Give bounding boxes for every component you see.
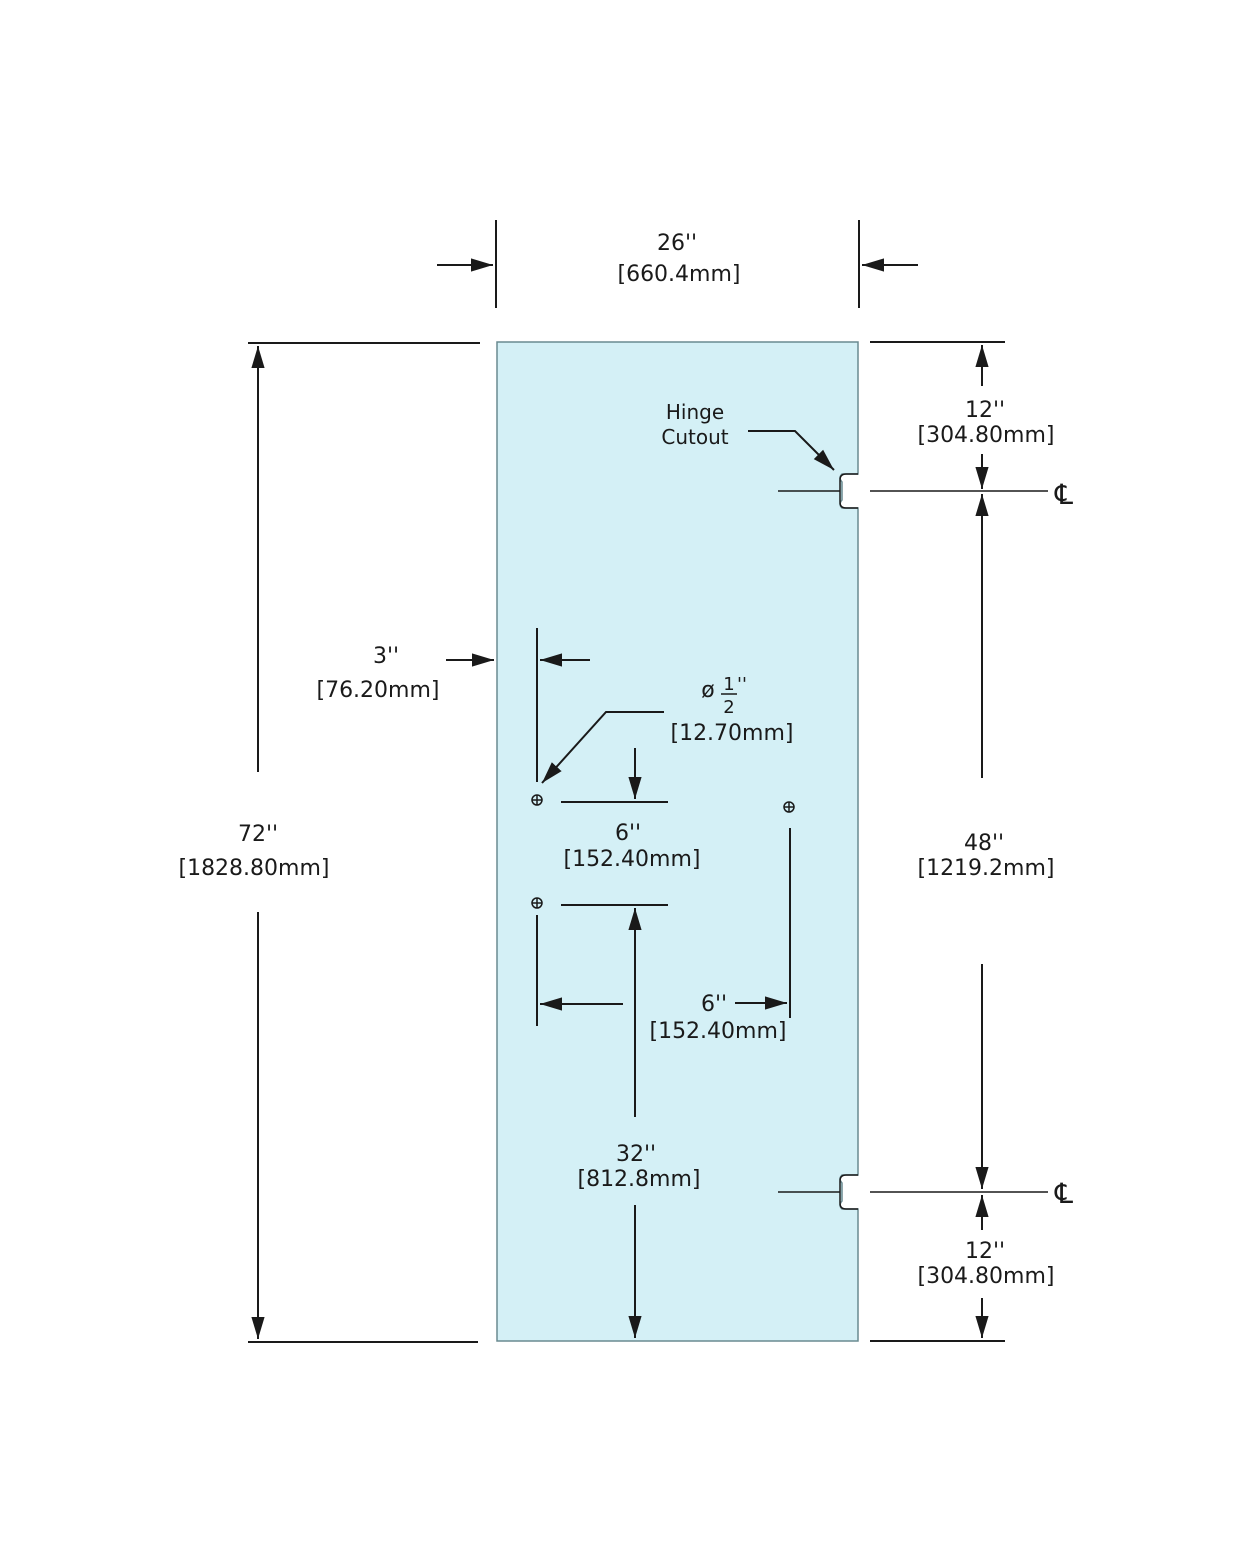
- hole-top-left: [531, 794, 543, 806]
- edge-offset-mm-label: [76.20mm]: [316, 678, 439, 703]
- height-mm-label: [1828.80mm]: [178, 856, 329, 881]
- width-mm-label: [660.4mm]: [617, 262, 740, 287]
- hole-top-right: [783, 801, 795, 813]
- horizontal-spacing-inch-label: 6'': [701, 992, 727, 1017]
- top-hinge-inch-label: 12'': [965, 398, 1005, 423]
- bottom-height-mm-label: [812.8mm]: [577, 1167, 700, 1192]
- hole-diameter-denominator: 2: [723, 697, 734, 718]
- vertical-spacing-inch-label: 6'': [615, 821, 641, 846]
- top-hinge-mm-label: [304.80mm]: [917, 423, 1054, 448]
- hole-diameter-mm-label: [12.70mm]: [670, 721, 793, 746]
- hole-diameter-unit: '': [737, 674, 747, 695]
- vertical-spacing-mm-label: [152.40mm]: [563, 847, 700, 872]
- bottom-centerline-symbol: ℄: [1054, 1177, 1073, 1210]
- width-inch-label: 26'': [657, 231, 697, 256]
- hole-diameter-numerator: 1: [723, 674, 734, 695]
- top-centerline-symbol: ℄: [1054, 478, 1073, 511]
- hinge-spacing-mm-label: [1219.2mm]: [917, 856, 1054, 881]
- bottom-height-inch-label: 32'': [616, 1142, 656, 1167]
- edge-offset-inch-label: 3'': [373, 644, 399, 669]
- hole-diameter-symbol: ø: [701, 678, 714, 703]
- bottom-hinge-mm-label: [304.80mm]: [917, 1264, 1054, 1289]
- hinge-cutout-label-line2: Cutout: [661, 425, 728, 449]
- bottom-hinge-inch-label: 12'': [965, 1239, 1005, 1264]
- hole-bottom-left: [531, 897, 543, 909]
- hinge-spacing-inch-label: 48'': [964, 831, 1004, 856]
- hole-diameter-leader: [541, 711, 664, 784]
- hinge-cutout-label-line1: Hinge: [666, 400, 724, 424]
- height-inch-label: 72'': [238, 822, 278, 847]
- horizontal-spacing-mm-label: [152.40mm]: [649, 1019, 786, 1044]
- hinge-cutout-leader: [748, 430, 835, 471]
